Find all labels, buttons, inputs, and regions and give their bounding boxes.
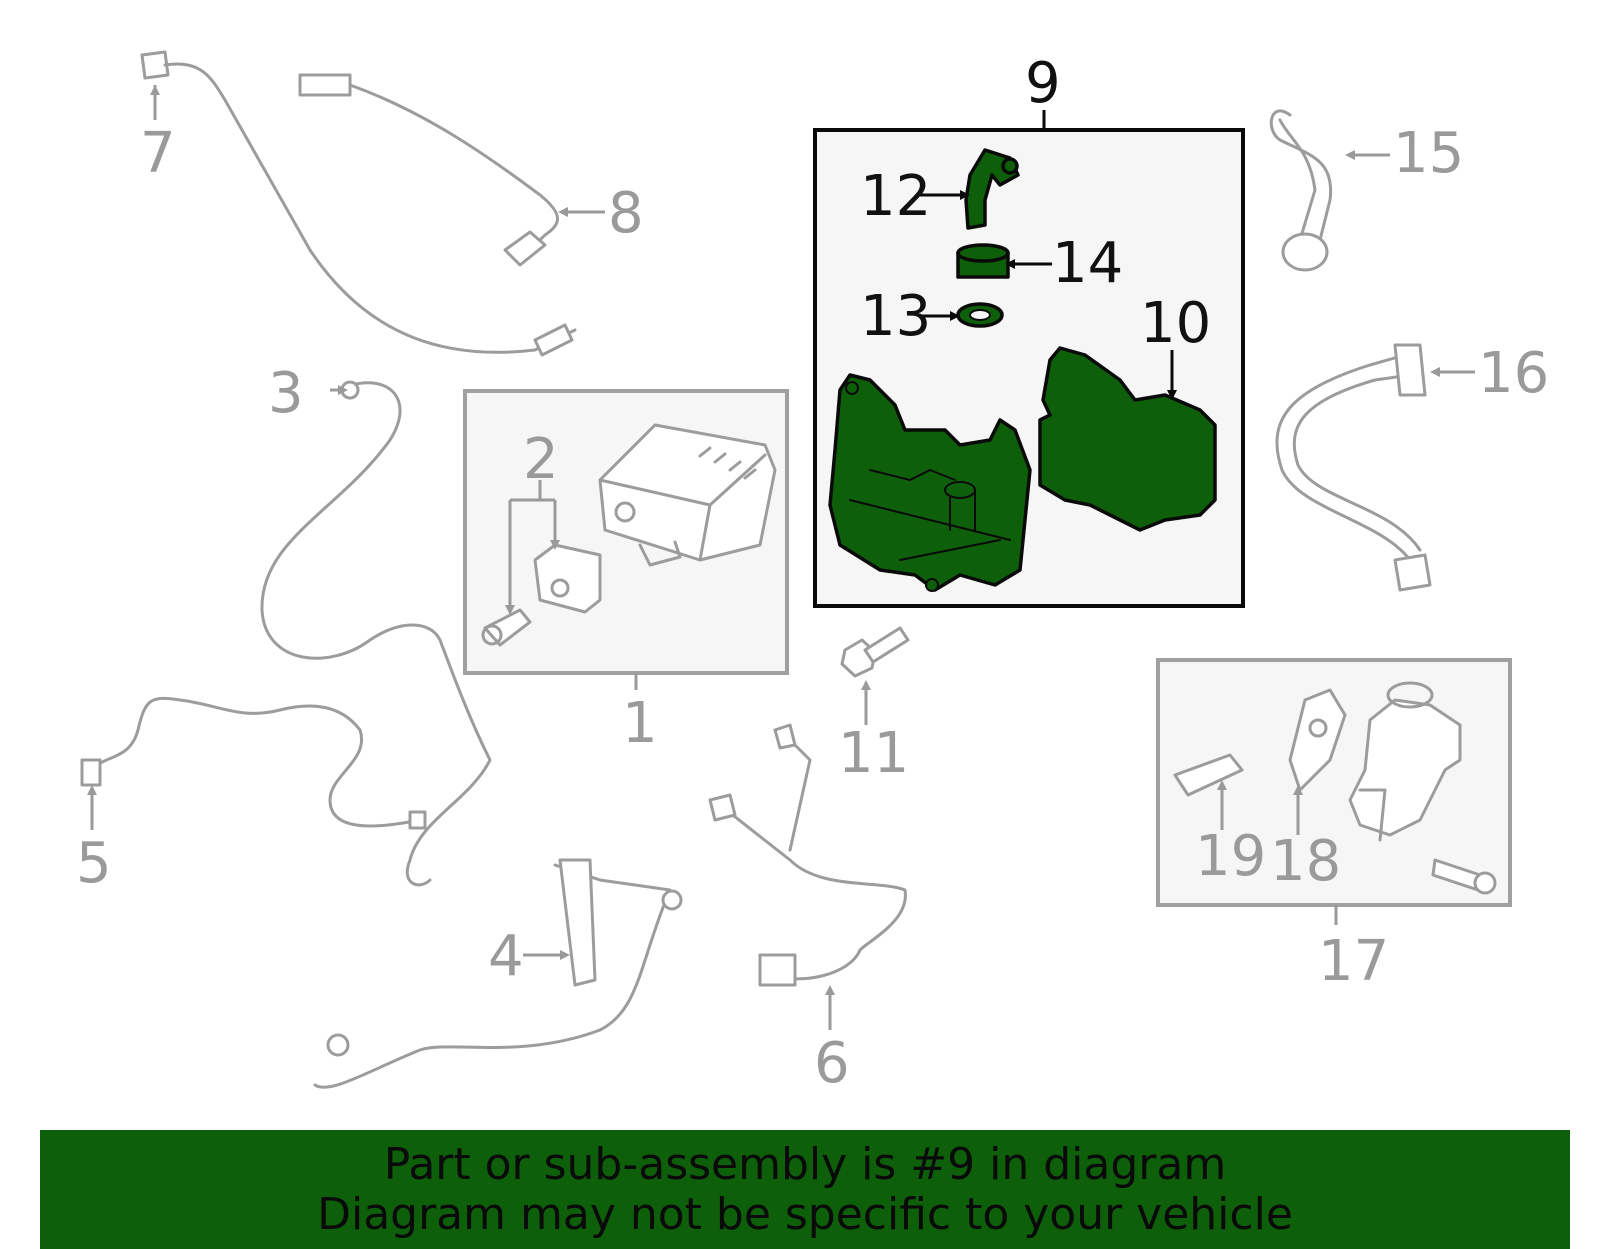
callout-14: 14 — [1052, 231, 1123, 296]
callout-3: 3 — [268, 361, 304, 426]
callout-10: 10 — [1140, 291, 1211, 356]
callout-18: 18 — [1270, 829, 1341, 894]
callout-11: 11 — [838, 721, 909, 786]
egr-valve[interactable] — [1348, 681, 1462, 842]
harness-3[interactable] — [260, 380, 492, 887]
callout-15: 15 — [1393, 121, 1464, 186]
breather-hose-15[interactable] — [1269, 109, 1333, 272]
callout-19: 19 — [1195, 824, 1266, 889]
callout-17: 17 — [1318, 929, 1389, 994]
harness-5[interactable] — [80, 696, 427, 830]
callout-16: 16 — [1478, 341, 1549, 406]
banner-line-2: Diagram may not be specific to your vehi… — [317, 1189, 1293, 1240]
egr-sensor[interactable] — [1173, 753, 1244, 797]
purge-valve[interactable] — [481, 543, 602, 647]
separator-gasket[interactable] — [1038, 346, 1217, 532]
charcoal-canister[interactable] — [598, 423, 777, 567]
harness-6[interactable] — [708, 723, 907, 987]
callout-8: 8 — [608, 181, 644, 246]
callout-7: 7 — [140, 121, 176, 186]
callout-5: 5 — [76, 831, 112, 896]
oil-separator-housing[interactable] — [828, 373, 1032, 592]
pcv-grommet[interactable] — [956, 243, 1010, 279]
info-banner: Part or sub-assembly is #9 in diagram Di… — [40, 1130, 1570, 1249]
callout-12: 12 — [860, 164, 931, 229]
o-ring-seal[interactable] — [956, 302, 1004, 328]
oxygen-sensor-7[interactable] — [140, 50, 577, 357]
mounting-bolt[interactable] — [840, 626, 910, 678]
banner-line-1: Part or sub-assembly is #9 in diagram — [383, 1139, 1227, 1190]
callout-9: 9 — [1025, 51, 1061, 116]
harness-4[interactable] — [313, 858, 683, 1089]
pcv-hose-16[interactable] — [1275, 343, 1432, 592]
callout-6: 6 — [814, 1031, 850, 1096]
pcv-valve-elbow[interactable] — [964, 148, 1020, 230]
callout-1: 1 — [622, 691, 658, 756]
callout-13: 13 — [860, 284, 931, 349]
egr-bolt[interactable] — [1431, 858, 1497, 895]
callout-4: 4 — [488, 924, 524, 989]
callout-2: 2 — [523, 427, 559, 492]
oxygen-sensor-8[interactable] — [298, 73, 559, 267]
